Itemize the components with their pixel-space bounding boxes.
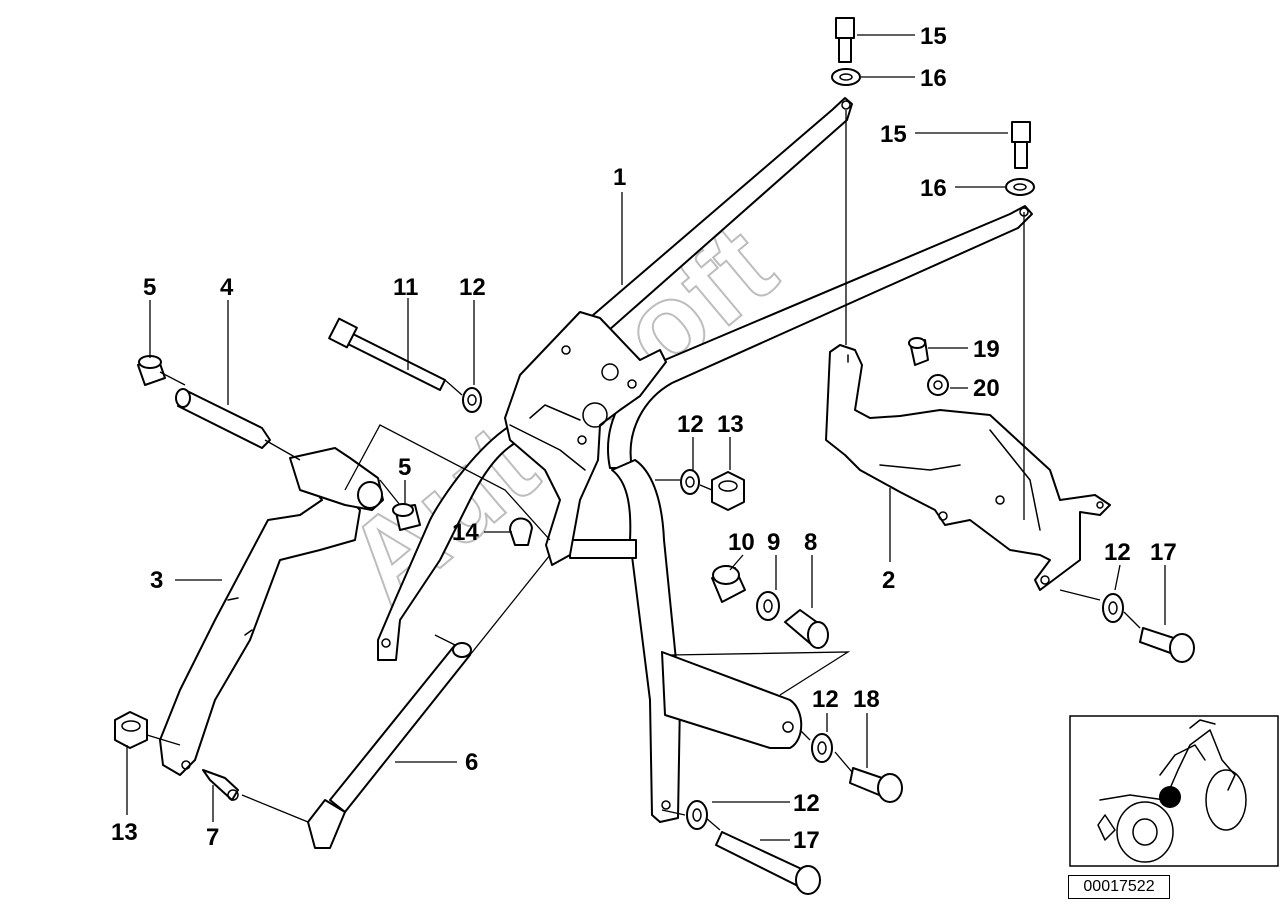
callout-3: 3 [150,567,163,594]
callout-17: 17 [793,827,820,854]
callout-18: 18 [853,686,880,713]
gas-strut-part [307,642,472,849]
callout-13: 13 [717,411,744,438]
callout-leaders [126,34,1166,841]
callout-16: 16 [920,175,947,202]
main-frame-part [377,97,1033,823]
motorcycle-inset [1069,715,1279,867]
tube-holder-part [289,447,384,511]
shoulder-bolt-part [784,609,829,649]
callout-5: 5 [398,454,411,481]
reference-number: 00017522 [1068,875,1170,899]
callout-11: 11 [393,274,418,301]
washer-part [927,374,949,396]
callout-4: 4 [220,274,234,301]
nut-part [114,711,148,749]
bolt-part [849,767,903,803]
callout-12: 12 [812,686,839,713]
washer-part [680,469,700,495]
clip-part [509,517,533,546]
ball-pin-part [202,769,239,801]
long-bolt-part [328,317,446,391]
callout-6: 6 [465,749,478,776]
washer-part [831,68,861,86]
callout-2: 2 [882,567,895,594]
callout-15: 15 [880,121,907,148]
bushing-part [137,355,166,386]
washer-part [686,800,708,830]
washer-part [462,387,482,413]
spacer-bushing-part [711,565,746,603]
callout-7: 7 [206,824,219,851]
callout-20: 20 [973,375,1000,402]
side-bracket-part [159,477,361,776]
callout-15: 15 [920,23,947,50]
callout-12: 12 [1104,539,1131,566]
nut-part [711,471,745,511]
tube-part [175,388,271,449]
callout-1: 1 [613,164,626,191]
bolt-part [835,17,855,63]
bolt-part [715,831,821,895]
callout-9: 9 [767,529,780,556]
screw-part [908,337,929,366]
washer-part [811,733,833,763]
callout-16: 16 [920,65,947,92]
callout-12: 12 [793,790,820,817]
callout-12: 12 [677,411,704,438]
callout-labels: 1 2 3 4 5 5 6 7 8 9 10 11 12 12 13 13 14… [111,23,1177,854]
bolt-part [1011,121,1031,169]
callout-13: 13 [111,819,138,846]
callout-17: 17 [1150,539,1177,566]
washer-part [756,591,780,621]
callout-8: 8 [804,529,817,556]
callout-12: 12 [459,274,486,301]
callout-5: 5 [143,274,156,301]
callout-19: 19 [973,336,1000,363]
assembly-guide-lines [146,110,1141,831]
rear-bracket-part [825,344,1111,591]
motorcycle-icon [1097,719,1247,863]
washer-part [1005,178,1035,196]
callout-10: 10 [728,529,755,556]
bolt-part [1139,627,1195,663]
callout-14: 14 [452,519,479,546]
bushing-part [392,503,421,531]
washer-part [1102,593,1124,623]
location-marker [1159,786,1181,808]
